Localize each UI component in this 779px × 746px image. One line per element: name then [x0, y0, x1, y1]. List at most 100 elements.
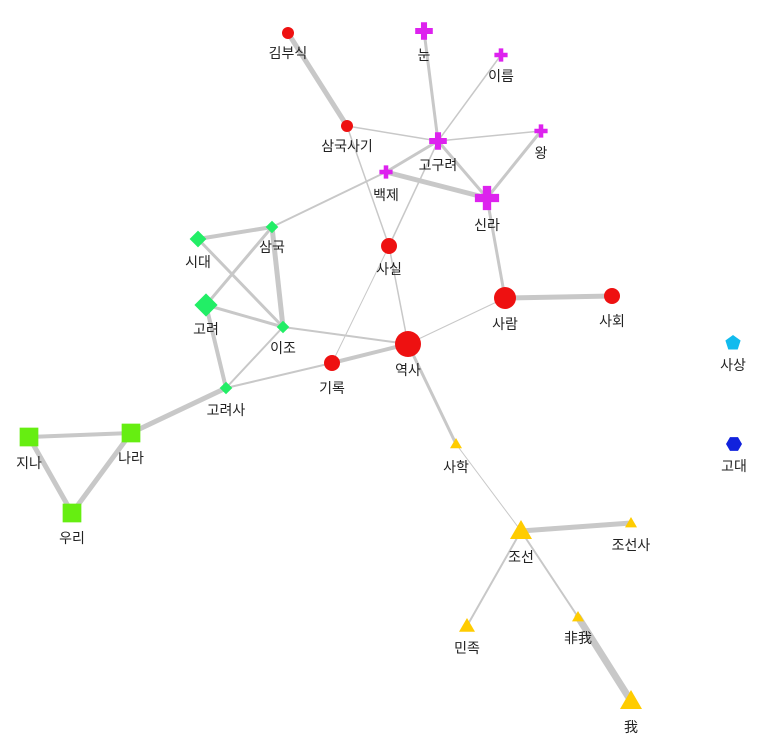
node-sasang[interactable]: 사상 — [720, 335, 746, 374]
node-gimbusik[interactable]: 김부식 — [269, 27, 308, 62]
node-label: 사회 — [599, 314, 625, 330]
node-samguk[interactable]: 삼국 — [259, 220, 285, 256]
edge-wang-goguryeo — [437, 130, 542, 142]
node-label: 사학 — [443, 460, 469, 476]
node-marker-triangle[interactable] — [459, 618, 475, 632]
node-label: 신라 — [474, 218, 500, 234]
edge-samguk-ijo — [269, 224, 286, 330]
node-label: 우리 — [59, 531, 85, 547]
node-ijo[interactable]: 이조 — [270, 320, 296, 357]
node-baekje[interactable]: 백제 — [373, 165, 399, 204]
node-marker-circle[interactable] — [494, 287, 516, 309]
node-nun[interactable]: 눈 — [415, 22, 433, 64]
edge-goguryeo-baekje — [384, 139, 440, 174]
node-marker-circle[interactable] — [282, 27, 294, 39]
edge-goryeosa-girok — [225, 362, 333, 389]
node-marker-circle[interactable] — [604, 288, 620, 304]
node-label: 기록 — [319, 381, 345, 397]
edge-samguk-goryeo — [204, 225, 274, 307]
node-label: 역사 — [395, 363, 421, 379]
edge-gimbusik-samguksagi — [285, 30, 350, 129]
node-marker-cross[interactable] — [379, 165, 393, 179]
node-marker-pentagon[interactable] — [725, 335, 741, 350]
node-marker-triangle[interactable] — [572, 611, 584, 622]
node-label: 백제 — [373, 188, 399, 204]
node-nara[interactable]: 나라 — [118, 423, 144, 467]
node-minjok[interactable]: 민족 — [454, 618, 480, 657]
node-marker-circle[interactable] — [341, 120, 353, 132]
edge-silla-saram — [485, 196, 507, 300]
node-goguryeo[interactable]: 고구려 — [419, 132, 458, 174]
edge-jina-nara — [27, 431, 133, 439]
node-saram[interactable]: 사람 — [492, 287, 518, 333]
edge-goryeo-ijo — [204, 303, 285, 329]
node-silla[interactable]: 신라 — [474, 185, 500, 234]
node-ireum[interactable]: 이름 — [488, 48, 514, 85]
node-a[interactable]: 我 — [620, 690, 642, 736]
node-label: 왕 — [535, 146, 548, 162]
node-jina[interactable]: 지나 — [16, 427, 42, 472]
node-marker-diamond[interactable] — [219, 381, 233, 395]
edge-joseon-joseonsa — [518, 520, 634, 534]
node-wang[interactable]: 왕 — [534, 124, 548, 162]
node-goryeo[interactable]: 고려 — [193, 293, 219, 338]
node-label: 사람 — [492, 317, 518, 333]
edge-jina-uri — [26, 434, 75, 516]
node-label: 나라 — [118, 451, 144, 467]
node-label: 눈 — [418, 48, 431, 64]
node-marker-square[interactable] — [19, 427, 39, 447]
node-marker-hexagon[interactable] — [726, 437, 742, 451]
node-marker-square[interactable] — [62, 503, 82, 523]
node-marker-diamond[interactable] — [265, 220, 279, 234]
edge-samguksagi-goguryeo — [346, 125, 439, 142]
node-marker-square[interactable] — [121, 423, 141, 443]
edge-goryeo-goryeosa — [204, 303, 228, 390]
node-label: 我 — [624, 720, 638, 736]
node-samguksagi[interactable]: 삼국사기 — [321, 120, 373, 155]
node-uri[interactable]: 우리 — [59, 503, 85, 547]
node-sahoe[interactable]: 사회 — [599, 288, 625, 330]
node-marker-cross[interactable] — [534, 124, 548, 138]
node-marker-triangle[interactable] — [450, 438, 462, 449]
node-marker-cross[interactable] — [415, 22, 433, 40]
node-label: 고대 — [721, 459, 747, 475]
node-label: 이름 — [488, 69, 514, 85]
node-label: 고구려 — [419, 158, 458, 174]
node-marker-circle[interactable] — [381, 238, 397, 254]
node-marker-triangle[interactable] — [625, 517, 637, 528]
node-marker-diamond[interactable] — [194, 293, 218, 317]
node-sahak[interactable]: 사학 — [443, 438, 469, 476]
node-label: 사상 — [720, 358, 746, 374]
node-godae[interactable]: 고대 — [721, 437, 747, 475]
node-label: 고려사 — [207, 403, 246, 419]
node-marker-triangle[interactable] — [510, 520, 532, 539]
node-sasil[interactable]: 사실 — [376, 238, 402, 278]
edge-bia-a — [574, 613, 635, 705]
edge-joseon-bia — [520, 530, 579, 618]
node-marker-cross[interactable] — [474, 185, 500, 211]
node-marker-diamond[interactable] — [189, 230, 207, 248]
node-girok[interactable]: 기록 — [319, 355, 345, 397]
edge-sasil-yeoksa — [388, 245, 409, 345]
node-marker-circle[interactable] — [324, 355, 340, 371]
node-marker-triangle[interactable] — [620, 690, 642, 709]
edge-joseon-minjok — [466, 530, 522, 627]
node-sidae[interactable]: 시대 — [185, 230, 211, 271]
edge-sidae-ijo — [196, 237, 285, 329]
node-marker-cross[interactable] — [429, 132, 447, 150]
node-label: 고려 — [193, 322, 219, 338]
edge-sasil-girok — [331, 245, 390, 364]
node-marker-circle[interactable] — [395, 331, 421, 357]
node-bia[interactable]: 非我 — [564, 611, 592, 647]
node-yeoksa[interactable]: 역사 — [395, 331, 421, 379]
edge-goguryeo-silla — [436, 139, 489, 200]
node-goryeosa[interactable]: 고려사 — [207, 381, 246, 419]
node-label: 시대 — [185, 255, 211, 271]
node-joseon[interactable]: 조선 — [508, 520, 534, 566]
node-marker-diamond[interactable] — [276, 320, 290, 334]
node-joseonsa[interactable]: 조선사 — [612, 517, 651, 554]
node-marker-cross[interactable] — [494, 48, 508, 62]
edge-ijo-goryeosa — [225, 326, 284, 389]
node-label: 김부식 — [269, 46, 308, 62]
